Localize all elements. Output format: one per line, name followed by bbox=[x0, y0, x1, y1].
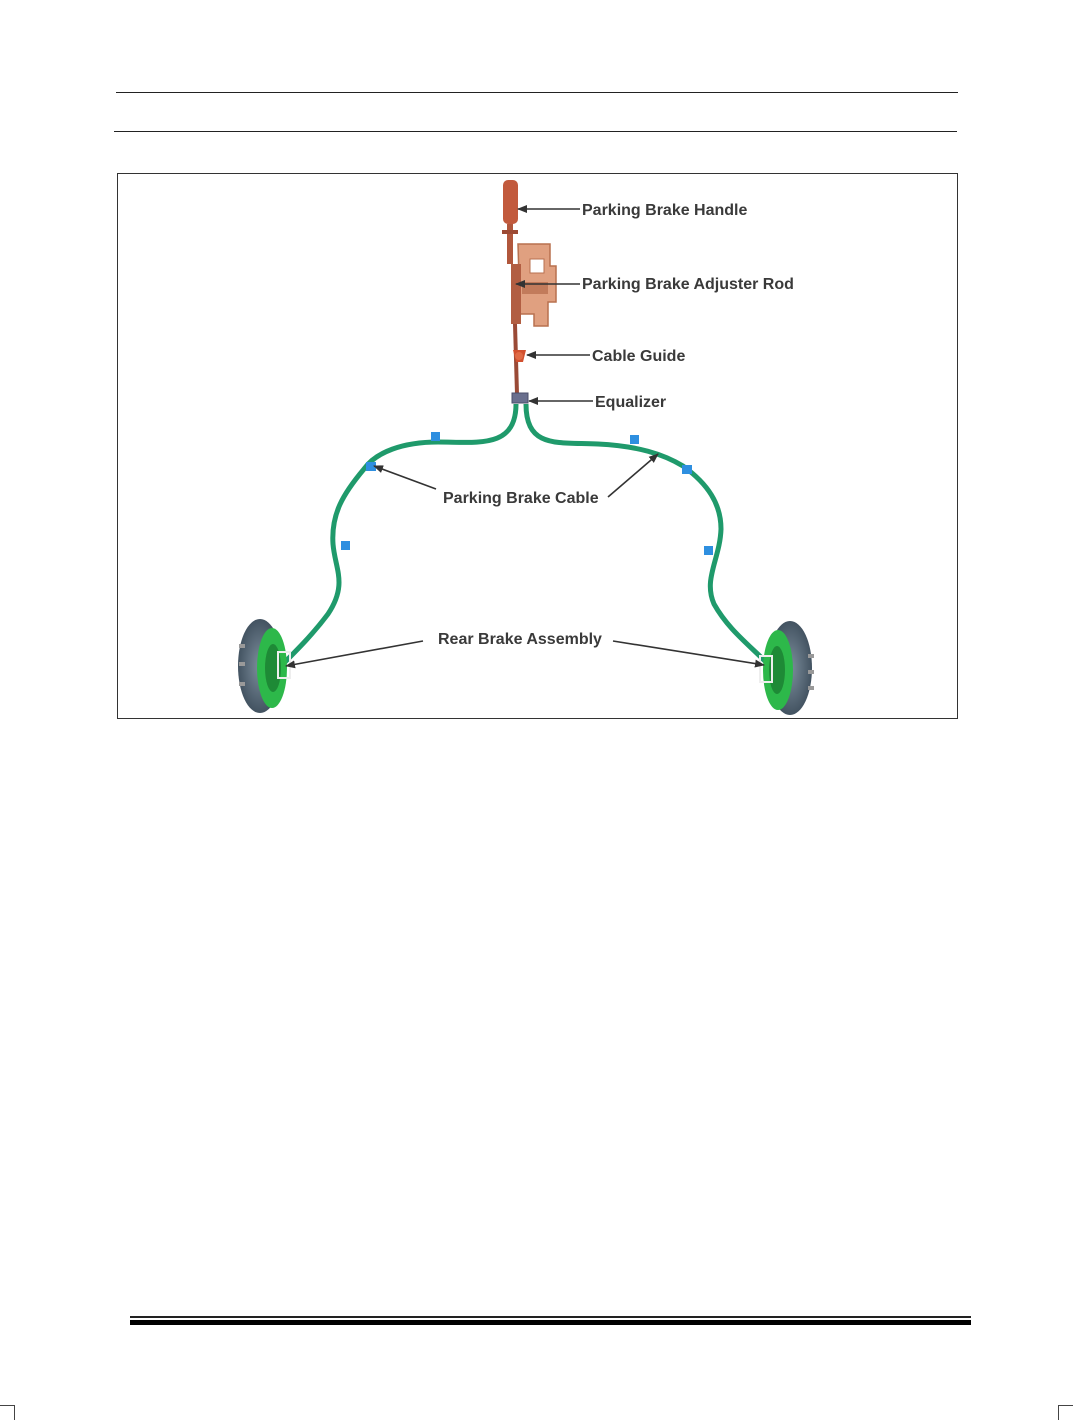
label-rear-brake-assembly: Rear Brake Assembly bbox=[438, 631, 602, 648]
arrow-rear-brake-left bbox=[285, 640, 424, 669]
parking-brake-cable-left bbox=[279, 403, 519, 668]
header-rule-bottom bbox=[114, 131, 957, 132]
label-equalizer: Equalizer bbox=[595, 394, 666, 411]
footer-rule-thin bbox=[130, 1316, 971, 1318]
equalizer bbox=[511, 392, 529, 404]
crop-mark-bottom-right bbox=[1058, 1405, 1073, 1420]
arrow-cable-left bbox=[373, 465, 437, 490]
header-rule-top bbox=[116, 92, 958, 93]
parking-brake-adjuster-bracket bbox=[511, 243, 557, 327]
label-parking-brake-cable: Parking Brake Cable bbox=[443, 490, 599, 507]
parking-brake-cable-right bbox=[523, 403, 770, 666]
parking-brake-handle bbox=[502, 180, 518, 264]
label-parking-brake-handle: Parking Brake Handle bbox=[582, 202, 748, 219]
leader-lines bbox=[285, 205, 765, 669]
arrow-cable-right bbox=[607, 453, 659, 498]
cable-guide bbox=[513, 350, 526, 362]
crop-mark-bottom-left bbox=[0, 1405, 15, 1420]
footer-rule-thick bbox=[130, 1320, 971, 1325]
label-cable-guide: Cable Guide bbox=[592, 348, 685, 365]
rear-brake-assembly-left bbox=[238, 619, 291, 713]
arrow-rear-brake-right bbox=[612, 640, 765, 668]
rear-brake-assembly-right bbox=[759, 621, 814, 715]
label-parking-brake-adjuster-rod: Parking Brake Adjuster Rod bbox=[582, 276, 794, 293]
diagram-canvas: Parking Brake Handle Parking Brake Adjus… bbox=[238, 180, 814, 715]
parking-brake-diagram: Parking Brake Handle Parking Brake Adjus… bbox=[117, 173, 958, 719]
